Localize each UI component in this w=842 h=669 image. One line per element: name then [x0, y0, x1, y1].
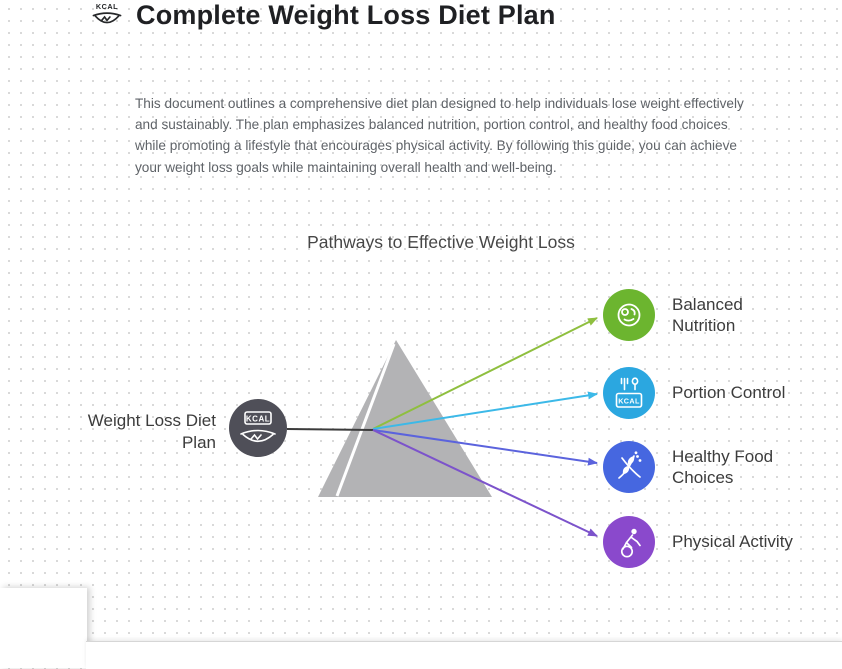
node-label: Portion Control: [672, 383, 786, 403]
hub-icon-kcal-text: KCAL: [246, 415, 270, 424]
node-healthy-food-choices: Healthy Food Choices: [603, 441, 800, 493]
exercise-bike-icon: [603, 516, 655, 568]
node-physical-activity: Physical Activity: [603, 516, 800, 568]
hub-label: Weight Loss Diet Plan: [87, 411, 216, 452]
hub-node: KCAL: [229, 399, 287, 457]
edge-line-balanced-nutrition: [372, 317, 598, 430]
kcal-scale-icon: [240, 411, 276, 443]
pyramid-divider-line: [335, 343, 396, 497]
intro-paragraph: This document outlines a comprehensive d…: [135, 95, 744, 175]
node-label: Healthy Food Choices: [672, 446, 774, 488]
bottom-page-edge: [86, 641, 842, 669]
node-label: Balanced Nutrition: [672, 294, 743, 336]
edge-line-portion-control: [372, 391, 598, 430]
nutrition-plate-icon: [603, 289, 655, 341]
hub-connector-line: [286, 428, 375, 431]
pyramid-shape: [318, 340, 492, 497]
node-label: Physical Activity: [672, 532, 793, 552]
edge-line-physical-activity: [372, 429, 598, 537]
header-icon-kcal-text: KCAL: [96, 2, 118, 11]
node-portion-control: KCAL Portion Control: [603, 367, 800, 419]
hub-circle: [229, 399, 287, 457]
edge-line-healthy-food: [372, 429, 598, 466]
kcal-scale-icon: KCAL: [92, 2, 122, 24]
portion-icon-kcal-text: KCAL: [618, 397, 640, 406]
diagram-title: Pathways to Effective Weight Loss: [307, 232, 575, 252]
kcal-scale-box-icon: KCAL: [603, 367, 655, 419]
page-title: Complete Weight Loss Diet Plan: [136, 0, 556, 30]
node-balanced-nutrition: Balanced Nutrition: [603, 289, 800, 341]
page-corner-sheet: [0, 588, 87, 668]
leaf-sprig-icon: [603, 441, 655, 493]
